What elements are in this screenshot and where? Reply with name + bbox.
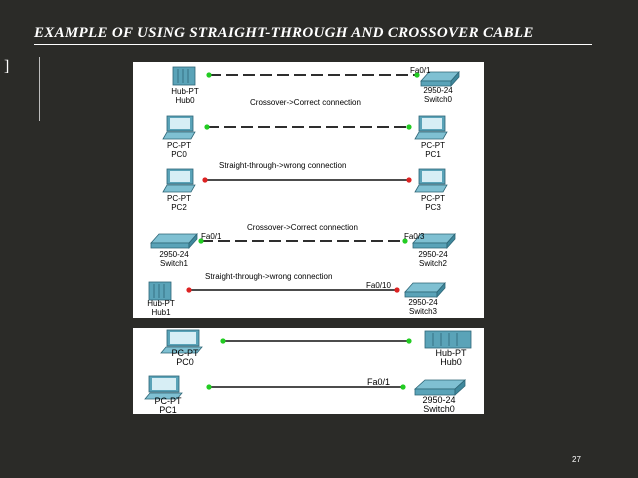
switch0-icon-b[interactable]: [413, 379, 467, 396]
diagram-panel-1: Fa0/1 Hub-PT Hub0 2950-24 Switch0 Crosso…: [133, 62, 484, 318]
device-name-pc1-b: PC1: [159, 405, 177, 414]
link-light-pc0-b: [220, 338, 226, 344]
device-name-switch0: Switch0: [424, 95, 453, 104]
device-type-switch2: 2950-24: [418, 250, 448, 259]
device-type-pc0-b: PC-PT: [172, 348, 200, 358]
device-type-switch1: 2950-24: [159, 250, 189, 259]
link-light-switch1: [198, 238, 204, 244]
link-light-switch0: [414, 72, 420, 78]
device-name-hub0: Hub0: [175, 96, 195, 105]
network-diagram-1: Fa0/1 Hub-PT Hub0 2950-24 Switch0 Crosso…: [147, 66, 460, 317]
link-light-pc3: [406, 177, 412, 183]
bracket-mark: ]: [4, 58, 10, 75]
device-type-pc2: PC-PT: [167, 194, 191, 203]
switch1-icon[interactable]: [150, 232, 198, 250]
device-type-switch0-b: 2950-24: [422, 395, 455, 405]
slide-title: EXAMPLE OF USING STRAIGHT-THROUGH AND CR…: [34, 25, 534, 41]
device-name-pc2: PC2: [171, 203, 187, 212]
caption-row1: Crossover->Correct connection: [250, 98, 361, 107]
link-light-pc1-b: [206, 384, 212, 390]
device-name-hub0-b: Hub0: [440, 357, 462, 367]
hub0-icon-b[interactable]: [424, 330, 472, 349]
link-light-pc0: [204, 124, 210, 130]
switch0-icon[interactable]: [420, 70, 460, 88]
device-name-hub1: Hub1: [151, 308, 171, 317]
caption-row5: Straight-through->wrong connection: [205, 272, 332, 281]
caption-row3: Straight-through->wrong connection: [219, 161, 346, 170]
device-type-hub0: Hub-PT: [171, 87, 199, 96]
device-type-pc0: PC-PT: [167, 141, 191, 150]
pc1-icon-b[interactable]: [144, 375, 183, 400]
link-light-hub0: [206, 72, 212, 78]
link-light-switch0-b: [400, 384, 406, 390]
device-name-switch3: Switch3: [409, 307, 438, 316]
device-name-pc0: PC0: [171, 150, 187, 159]
device-name-pc1: PC1: [425, 150, 441, 159]
link-light-pc1: [406, 124, 412, 130]
device-name-pc3: PC3: [425, 203, 441, 212]
page-number: 27: [572, 455, 581, 464]
switch2-icon[interactable]: [412, 232, 456, 250]
hub0-icon[interactable]: [172, 66, 196, 86]
device-name-switch2: Switch2: [419, 259, 448, 268]
pc1-icon[interactable]: [414, 115, 448, 140]
caption-row4: Crossover->Correct connection: [247, 223, 358, 232]
link-light-hub0-b: [406, 338, 412, 344]
device-type-switch0: 2950-24: [423, 86, 453, 95]
device-type-pc3: PC-PT: [421, 194, 445, 203]
device-type-pc1-b: PC-PT: [155, 396, 183, 406]
vertical-divider: [39, 57, 40, 121]
link-light-pc2: [202, 177, 208, 183]
pc0-icon-b[interactable]: [160, 329, 203, 354]
link-light-switch3: [394, 287, 400, 293]
network-diagram-2: PC-PT PC0 Hub-PT Hub0 Fa0/1 PC-PT PC1 29…: [144, 329, 472, 415]
diagram-panel-2: PC-PT PC0 Hub-PT Hub0 Fa0/1 PC-PT PC1 29…: [133, 328, 484, 415]
switch3-icon[interactable]: [404, 281, 446, 299]
hub1-icon[interactable]: [148, 281, 172, 301]
port-label-switch0: Fa0/1: [410, 66, 431, 75]
device-type-pc1: PC-PT: [421, 141, 445, 150]
port-label-switch2: Fa0/3: [404, 232, 425, 241]
port-label-switch1: Fa0/1: [201, 232, 222, 241]
device-name-pc0-b: PC0: [176, 357, 194, 367]
pc0-icon[interactable]: [162, 115, 196, 140]
device-type-hub1: Hub-PT: [147, 299, 175, 308]
device-type-hub0-b: Hub-PT: [435, 348, 467, 358]
title-underline: [34, 44, 592, 45]
link-light-switch2: [402, 238, 408, 244]
device-name-switch1: Switch1: [160, 259, 189, 268]
pc3-icon[interactable]: [414, 168, 448, 193]
device-name-switch0-b: Switch0: [423, 404, 455, 414]
port-label-switch3: Fa0/10: [366, 281, 391, 290]
pc2-icon[interactable]: [162, 168, 196, 193]
device-type-switch3: 2950-24: [408, 298, 438, 307]
port-label-switch0-b: Fa0/1: [367, 377, 390, 387]
link-light-hub1: [186, 287, 192, 293]
